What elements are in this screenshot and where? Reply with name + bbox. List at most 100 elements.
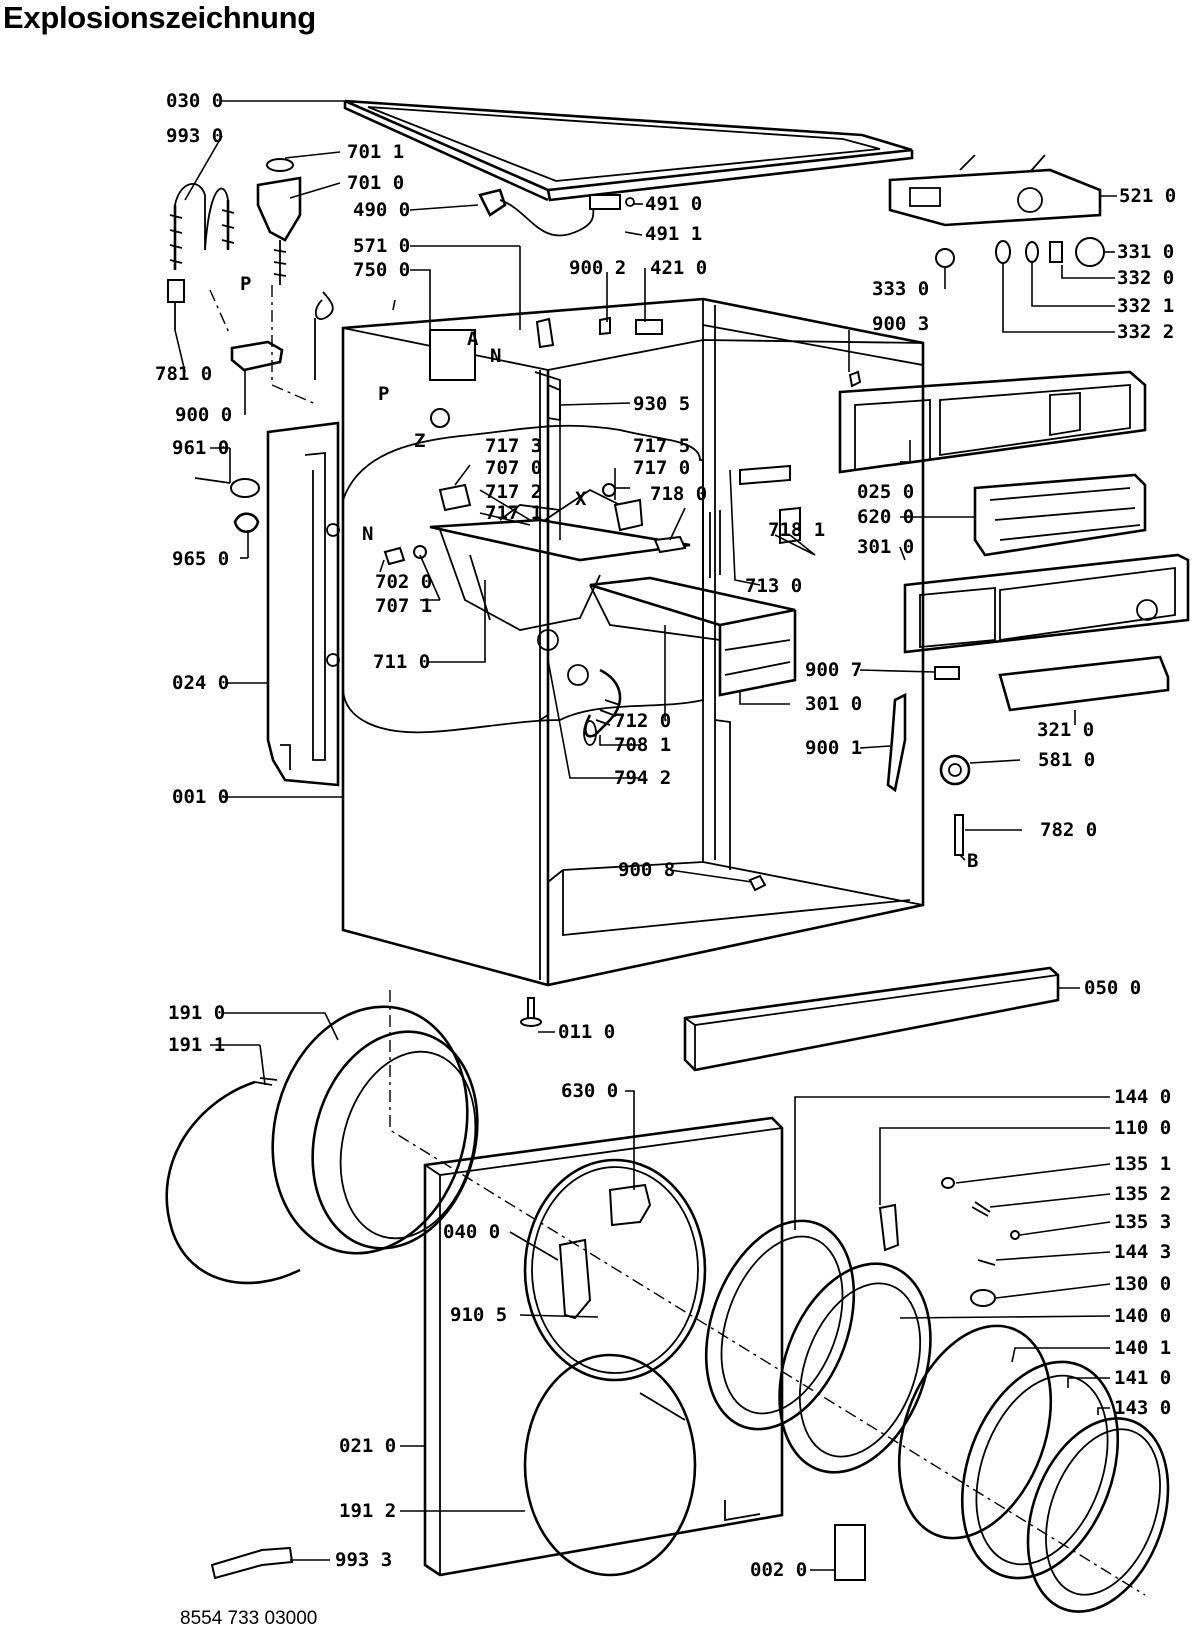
door-lock-part xyxy=(558,1238,592,1320)
part-label: 140 0 xyxy=(1114,1305,1171,1327)
document-number: 8554 733 03000 xyxy=(180,1608,318,1629)
part-label: 781 0 xyxy=(155,363,212,385)
part-label: 750 0 xyxy=(353,259,410,281)
clamp-ring-part xyxy=(254,1077,278,1086)
part-label: 331 0 xyxy=(1117,241,1174,263)
clamp-part xyxy=(230,340,284,372)
part-label: 421 0 xyxy=(650,257,707,279)
part-label: 701 1 xyxy=(347,141,404,163)
manual-part xyxy=(834,1524,866,1581)
part-label: 144 3 xyxy=(1114,1241,1171,1263)
small-part xyxy=(602,483,616,497)
small-part xyxy=(848,370,862,388)
part-label: 001 0 xyxy=(172,786,229,808)
part-label: 782 0 xyxy=(1040,819,1097,841)
door-inner-ring-part xyxy=(897,1324,1053,1540)
small-part xyxy=(941,1177,955,1189)
control-module-part xyxy=(888,154,1102,227)
pressure-switch-part xyxy=(939,754,971,786)
part-label: 140 1 xyxy=(1114,1337,1171,1359)
page-title: Explosionszeichnung xyxy=(3,0,316,35)
part-label: B xyxy=(967,850,978,872)
inlet-hose-part xyxy=(167,183,235,330)
part-label: 130 0 xyxy=(1114,1273,1171,1295)
detergent-dispenser-part xyxy=(429,488,797,697)
part-label: 321 0 xyxy=(1037,719,1094,741)
part-label: 491 0 xyxy=(645,193,702,215)
small-part xyxy=(748,874,767,892)
part-label: 191 1 xyxy=(168,1034,225,1056)
part-label: X xyxy=(575,488,587,510)
foot-part xyxy=(194,477,260,534)
part-label: 301 0 xyxy=(805,693,862,715)
part-label: 024 0 xyxy=(172,672,229,694)
assembly-axis-line xyxy=(209,289,231,336)
part-label: 708 1 xyxy=(614,734,671,756)
part-label: 491 1 xyxy=(645,223,702,245)
part-label: P xyxy=(240,273,251,295)
part-label: Z xyxy=(414,430,425,452)
part-label: 021 0 xyxy=(339,1435,396,1457)
fascia-part xyxy=(903,553,1190,654)
part-label: 571 0 xyxy=(353,235,410,257)
part-label: 141 0 xyxy=(1114,1367,1171,1389)
clip-part xyxy=(886,692,907,793)
part-label: 717 3 xyxy=(485,435,542,457)
part-label: 993 3 xyxy=(335,1549,392,1571)
part-label: 144 0 xyxy=(1114,1086,1171,1108)
part-label: 900 0 xyxy=(175,404,232,426)
small-part xyxy=(977,1259,996,1266)
part-label: 717 0 xyxy=(633,457,690,479)
assembly-axis-line xyxy=(271,285,319,406)
front-panel-part xyxy=(423,1116,784,1577)
part-label: 191 2 xyxy=(339,1500,396,1522)
part-label: 701 0 xyxy=(347,172,404,194)
small-part xyxy=(613,498,644,532)
part-label: 711 0 xyxy=(373,651,430,673)
part-label: 332 0 xyxy=(1117,267,1174,289)
assembly-axis-line xyxy=(389,990,1146,1596)
part-label: 900 2 xyxy=(569,257,626,279)
part-label: 490 0 xyxy=(353,199,410,221)
part-label: 135 2 xyxy=(1114,1183,1171,1205)
part-label: 630 0 xyxy=(561,1080,618,1102)
small-part xyxy=(383,546,406,566)
part-label: 332 1 xyxy=(1117,295,1174,317)
small-part xyxy=(709,510,721,578)
door-frame-part xyxy=(704,1219,856,1431)
part-label: 900 8 xyxy=(618,859,675,881)
part-label: N xyxy=(490,345,501,367)
part-label: 717 2 xyxy=(485,481,542,503)
small-part xyxy=(535,317,555,349)
rear-panel-part xyxy=(266,421,340,787)
part-label: 040 0 xyxy=(443,1221,500,1243)
part-label: 900 1 xyxy=(805,737,862,759)
inner-seal-part xyxy=(523,1353,697,1577)
door-glass-part xyxy=(778,1262,932,1474)
part-label: 910 5 xyxy=(450,1304,507,1326)
inlet-valve-part xyxy=(256,158,334,380)
hinge-part xyxy=(608,1183,652,1227)
rod-part xyxy=(954,814,964,856)
part-labels: 030 0 993 0 701 1 701 0 490 0 491 0 491 … xyxy=(155,90,1176,1581)
top-cover-part xyxy=(343,99,914,202)
small-part xyxy=(779,506,801,545)
part-label: 713 0 xyxy=(745,575,802,597)
gasket-spring-part xyxy=(165,1080,301,1285)
part-label: 332 2 xyxy=(1117,321,1174,343)
part-label: 965 0 xyxy=(172,548,229,570)
display-panel-part xyxy=(998,655,1170,712)
small-part xyxy=(1010,1230,1020,1240)
small-part xyxy=(970,1289,996,1307)
part-label: 333 0 xyxy=(872,278,929,300)
part-label: 143 0 xyxy=(1114,1397,1171,1419)
part-label: 717 1 xyxy=(485,502,542,524)
part-label: 930 5 xyxy=(633,393,690,415)
part-label: 110 0 xyxy=(1114,1117,1171,1139)
foot-screw-part xyxy=(520,997,542,1027)
part-label: 961 0 xyxy=(172,437,229,459)
small-part xyxy=(635,319,663,335)
part-label: 707 0 xyxy=(485,457,542,479)
small-part xyxy=(599,316,611,336)
